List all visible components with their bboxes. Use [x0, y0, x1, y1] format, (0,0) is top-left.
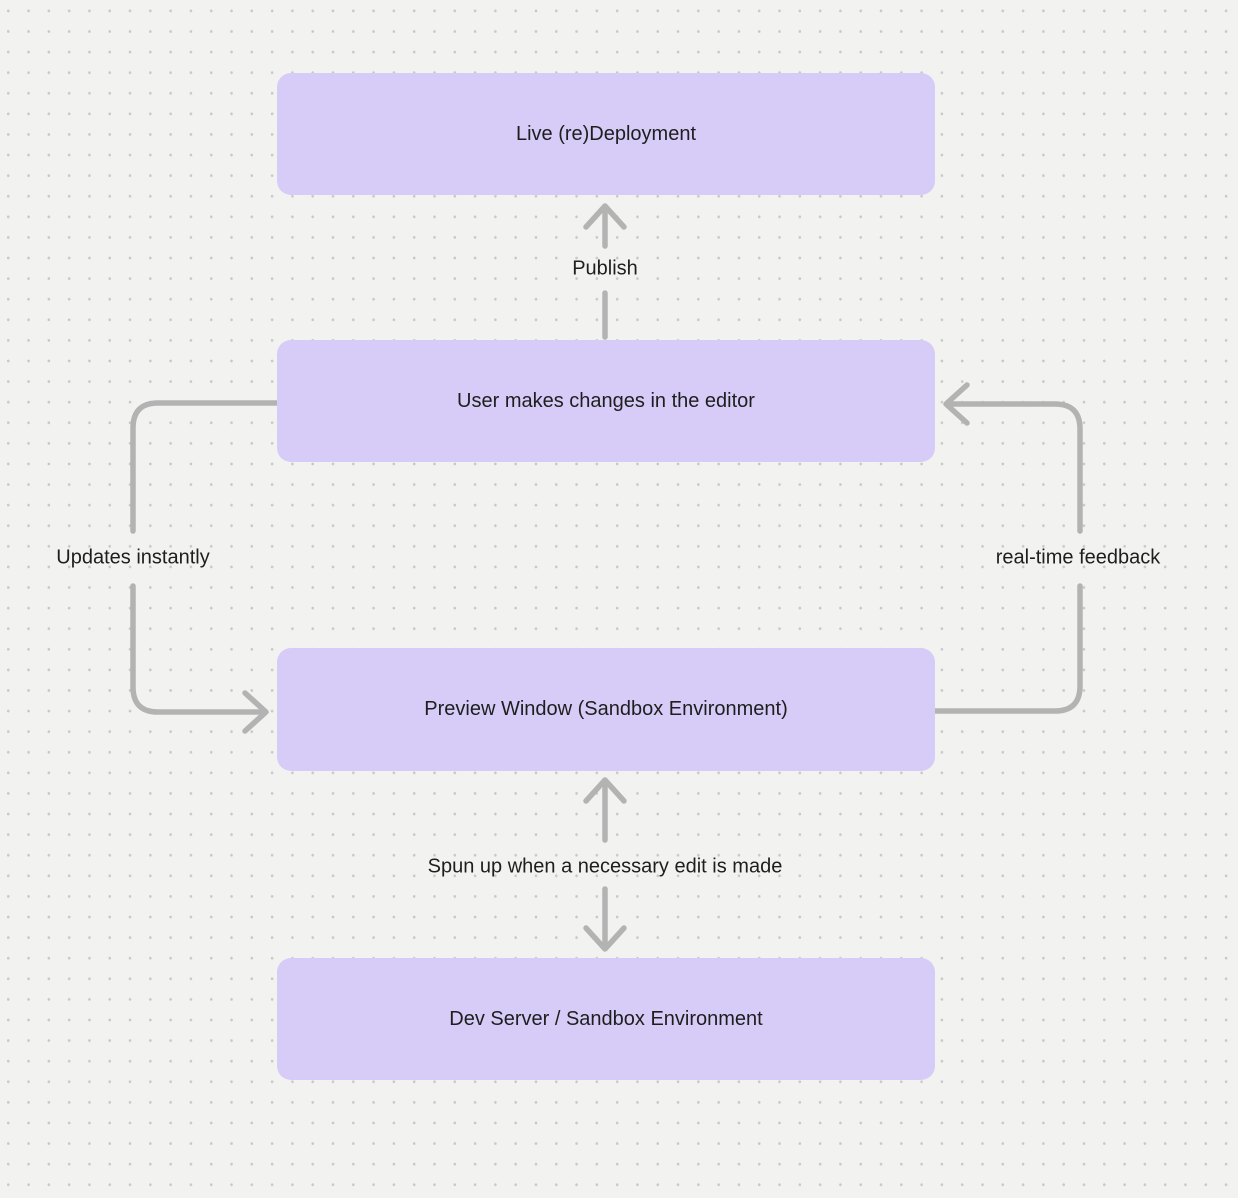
edge-spun-up-connector[interactable]: [583, 777, 627, 952]
node-live-redeployment[interactable]: Live (re)Deployment: [277, 73, 935, 195]
edge-label-spun-up[interactable]: Spun up when a necessary edit is made: [427, 855, 783, 878]
edge-feedback-segment-upper: [945, 401, 1083, 534]
node-user-editor[interactable]: User makes changes in the editor: [277, 340, 935, 462]
node-label: Live (re)Deployment: [515, 122, 697, 145]
arrowhead-up-icon: [583, 777, 627, 804]
arrowhead-down-icon: [583, 925, 627, 952]
edge-label-updates-instantly[interactable]: Updates instantly: [56, 546, 210, 569]
edge-label-real-time-feedback[interactable]: real-time feedback: [995, 546, 1161, 569]
edge-feedback-segment-lower: [932, 583, 1083, 714]
node-label: Dev Server / Sandbox Environment: [449, 1007, 763, 1030]
edge-updates-instantly-connector[interactable]: [130, 400, 280, 734]
edge-real-time-feedback-connector[interactable]: [932, 382, 1083, 714]
arrowhead-left-icon: [943, 382, 970, 426]
edge-updates-segment-upper: [130, 400, 280, 534]
node-preview-window[interactable]: Preview Window (Sandbox Environment): [277, 648, 935, 771]
node-label: User makes changes in the editor: [457, 389, 755, 412]
edge-label-publish[interactable]: Publish: [572, 257, 638, 280]
edge-updates-segment-lower: [130, 583, 267, 715]
node-label: Preview Window (Sandbox Environment): [424, 698, 788, 720]
node-dev-server[interactable]: Dev Server / Sandbox Environment: [277, 958, 935, 1080]
edge-publish-connector[interactable]: [583, 203, 627, 340]
arrowhead-right-icon: [242, 690, 269, 734]
arrowhead-up-icon: [583, 203, 627, 230]
